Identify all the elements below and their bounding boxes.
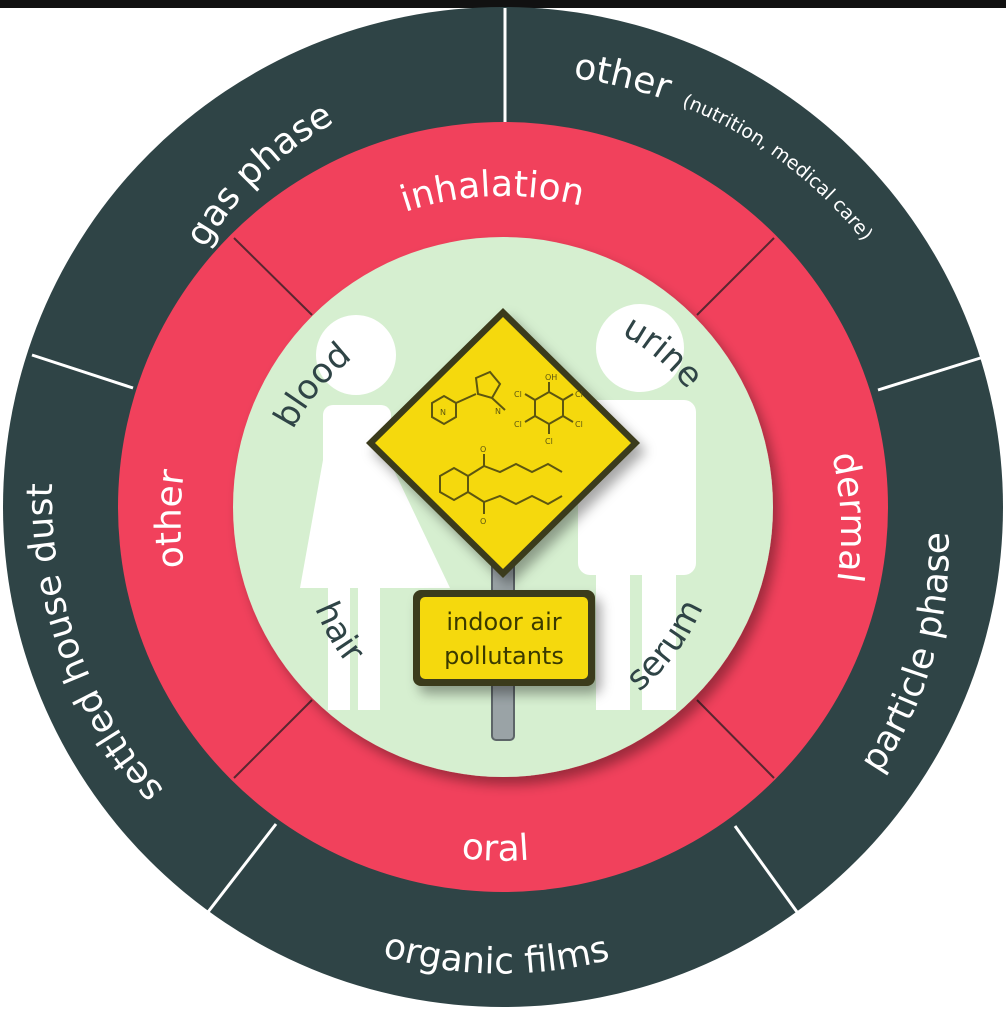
svg-text:N: N [495, 407, 501, 416]
sign-line-2: pollutants [444, 642, 564, 670]
female-figure-icon [300, 315, 450, 710]
label-oral: oral [460, 826, 530, 870]
middle-ring-dividers [233, 237, 775, 779]
svg-text:Cl: Cl [545, 437, 553, 446]
svg-text:Cl: Cl [514, 420, 522, 429]
chemical-labels: N N OH Cl Cl Cl Cl Cl O O [440, 373, 583, 526]
sign-line-1: indoor air [446, 608, 561, 636]
svg-text:OH: OH [545, 373, 557, 382]
top-bar [0, 0, 1006, 8]
pollutants-sign [413, 590, 595, 686]
svg-text:Cl: Cl [514, 390, 522, 399]
label-other-middle: other [149, 467, 193, 570]
svg-text:Cl: Cl [575, 420, 583, 429]
svg-text:N: N [440, 408, 446, 417]
svg-text:O: O [480, 445, 486, 454]
chemical-structures-icon [431, 370, 574, 514]
outer-ring-dividers [31, 8, 991, 913]
svg-text:Cl: Cl [575, 390, 583, 399]
hazard-sign [366, 308, 640, 578]
svg-text:O: O [480, 517, 486, 526]
